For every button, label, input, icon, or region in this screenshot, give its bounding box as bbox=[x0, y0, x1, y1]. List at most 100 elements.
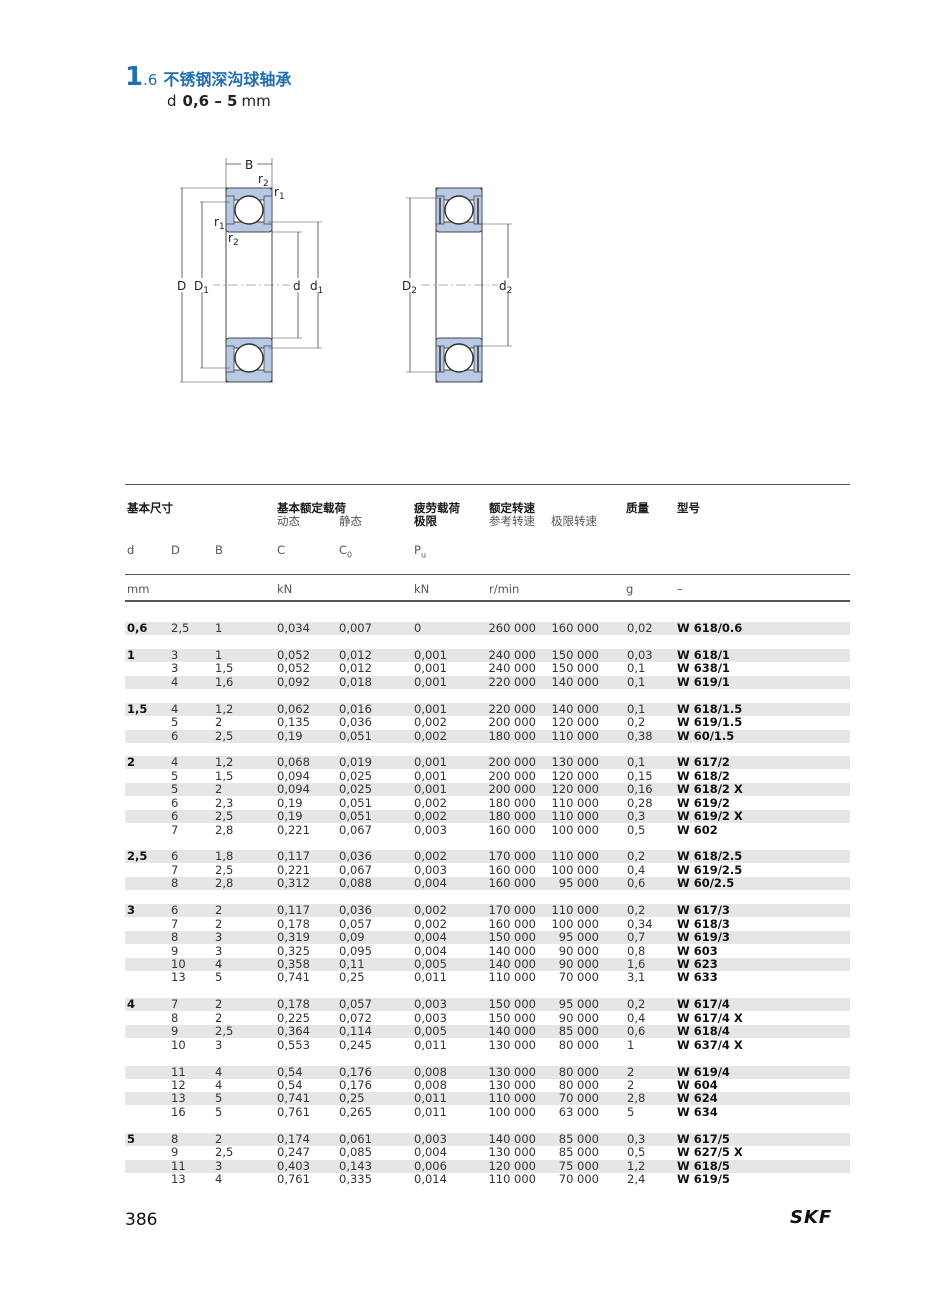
table-cell: 0,051 bbox=[339, 795, 372, 810]
table-cell: 0,245 bbox=[339, 1037, 372, 1052]
table-cell: W 618/0.6 bbox=[677, 621, 743, 635]
table-cell: W 619/1 bbox=[677, 674, 730, 689]
table-cell: 0,1 bbox=[627, 661, 646, 676]
units-rule bbox=[125, 600, 850, 602]
table-cell: 0,2 bbox=[627, 903, 646, 918]
table-cell: W 618/5 bbox=[677, 1158, 730, 1173]
table-cell: 0,011 bbox=[414, 1037, 447, 1052]
table-cell: 0,057 bbox=[339, 916, 372, 931]
table-cell: 0,008 bbox=[414, 1077, 447, 1092]
table-cell: 0,335 bbox=[339, 1172, 372, 1187]
table-cell: 0,15 bbox=[627, 768, 653, 783]
table-cell: 6 bbox=[171, 795, 179, 810]
table-cell: 3 bbox=[171, 661, 179, 676]
table-cell: 150 000 bbox=[488, 930, 536, 945]
table-cell: 130 000 bbox=[488, 1077, 536, 1092]
table-cell: 140 000 bbox=[551, 701, 599, 716]
table-cell: 0,006 bbox=[414, 1158, 447, 1173]
table-cell: 0,3 bbox=[627, 1131, 646, 1146]
table-cell: 0,03 bbox=[627, 647, 653, 662]
table-cell: 11 bbox=[171, 1064, 186, 1079]
bore-range: 0,6 – 5 bbox=[182, 92, 238, 110]
table-cell: 0,2 bbox=[627, 715, 646, 729]
table-cell: 0,012 bbox=[339, 647, 372, 662]
table-cell: 0,014 bbox=[414, 1172, 447, 1187]
table-cell: 0,002 bbox=[414, 728, 447, 743]
table-cell: 0,741 bbox=[277, 970, 310, 985]
table-cell: 180 000 bbox=[488, 728, 536, 743]
unit-g: g bbox=[626, 582, 634, 596]
table-cell: 0,16 bbox=[627, 782, 653, 797]
table-cell: W 617/4 X bbox=[677, 1010, 743, 1025]
table-cell: 0,117 bbox=[277, 849, 310, 864]
symbol-Pu: Pu bbox=[414, 543, 427, 560]
dim-label-r2-mid: r2 bbox=[228, 231, 239, 248]
table-cell: 110 000 bbox=[551, 809, 599, 824]
table-cell: 150 000 bbox=[551, 647, 599, 662]
table-cell: 75 000 bbox=[558, 1158, 599, 1173]
table-cell: 0,6 bbox=[627, 876, 646, 891]
table-cell: W 619/2.5 bbox=[677, 862, 743, 877]
table-cell: 0,016 bbox=[339, 701, 372, 716]
table-cell: 0,19 bbox=[277, 809, 303, 824]
table-cell: 1 bbox=[627, 1037, 635, 1052]
table-cell: 0,036 bbox=[339, 849, 372, 864]
table-cell: 130 000 bbox=[551, 755, 599, 770]
table-cell: W 619/2 X bbox=[677, 809, 743, 824]
table-cell: 0,004 bbox=[414, 943, 447, 958]
table-cell: 16 bbox=[171, 1104, 186, 1119]
table-cell: 2,8 bbox=[215, 822, 234, 837]
table-cell: W 618/2 bbox=[677, 768, 730, 783]
table-cell: 160 000 bbox=[488, 876, 536, 891]
skf-logo: SKF bbox=[790, 1208, 831, 1226]
header-fatigue-2: 极限 bbox=[414, 514, 437, 528]
table-cell: 2 bbox=[215, 997, 223, 1012]
table-cell: 0,19 bbox=[277, 795, 303, 810]
unit-mm: mm bbox=[127, 582, 150, 596]
table-cell: 0,003 bbox=[414, 997, 447, 1012]
table-cell: 240 000 bbox=[488, 647, 536, 662]
table-cell: 260 000 bbox=[488, 621, 536, 635]
table-cell: 0,221 bbox=[277, 862, 310, 877]
table-cell: 0,265 bbox=[339, 1104, 372, 1119]
table-cell: 0,092 bbox=[277, 674, 310, 689]
table-cell: 0,02 bbox=[627, 621, 653, 635]
table-cell: 110 000 bbox=[551, 903, 599, 918]
table-cell: 0,004 bbox=[414, 876, 447, 891]
table-cell: 150 000 bbox=[488, 1010, 536, 1025]
table-cell: 80 000 bbox=[558, 1077, 599, 1092]
table-cell: 0,001 bbox=[414, 674, 447, 689]
table-cell: W 627/5 X bbox=[677, 1145, 743, 1160]
unit-dash: – bbox=[677, 582, 683, 596]
table-cell: 1,5 bbox=[127, 701, 148, 716]
table-cell: 4 bbox=[215, 957, 223, 971]
section-title: 1 .6 不锈钢深沟球轴承 bbox=[125, 62, 291, 92]
table-cell: 4 bbox=[171, 674, 179, 689]
table-cell: W 619/2 bbox=[677, 795, 730, 810]
table-cell: 0,3 bbox=[627, 809, 646, 824]
table-cell: 2 bbox=[627, 1077, 635, 1092]
symbol-B: B bbox=[215, 543, 223, 557]
table-cell: 5 bbox=[215, 1091, 223, 1106]
table-cell: 0,004 bbox=[414, 1145, 447, 1160]
table-cell: 110 000 bbox=[551, 795, 599, 810]
table-cell: 2 bbox=[215, 782, 223, 797]
table-cell: 95 000 bbox=[558, 997, 599, 1012]
table-cell: 0,003 bbox=[414, 1010, 447, 1025]
table-cell: 63 000 bbox=[558, 1104, 599, 1119]
table-cell: 0,325 bbox=[277, 943, 310, 958]
table-cell: 0,28 bbox=[627, 795, 653, 810]
table-cell: 120 000 bbox=[551, 782, 599, 797]
table-cell: 1,5 bbox=[215, 661, 234, 676]
table-cell: 0,364 bbox=[277, 1024, 310, 1039]
table-cell: 85 000 bbox=[558, 1131, 599, 1146]
